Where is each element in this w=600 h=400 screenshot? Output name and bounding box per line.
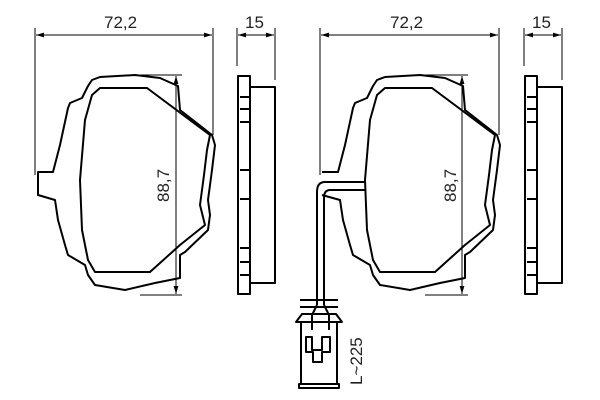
right-pad-wear-sensor-wire xyxy=(295,181,365,389)
right-pad-side-view xyxy=(524,75,563,295)
left-thickness-label: 15 xyxy=(245,13,264,32)
right-pad-front-view xyxy=(321,74,501,291)
left-pad-front-view xyxy=(37,74,216,291)
wire-length-label: L~225 xyxy=(347,337,366,385)
right-thickness-label: 15 xyxy=(532,13,551,32)
right-dimensions xyxy=(319,28,563,296)
left-dimensions xyxy=(34,28,276,296)
left-height-label: 88,7 xyxy=(154,168,173,202)
left-pad-side-view xyxy=(237,75,276,295)
right-height-label: 88,7 xyxy=(441,168,460,202)
right-width-label: 72,2 xyxy=(390,13,424,32)
left-width-label: 72,2 xyxy=(104,13,138,32)
